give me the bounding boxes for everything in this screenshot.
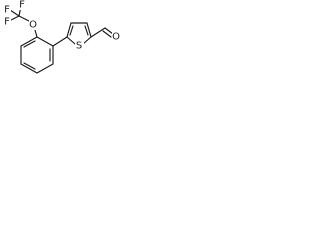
aldehyde-group [90, 27, 114, 38]
atom-o-aldehyde: O [112, 32, 120, 43]
bond-o-phenyl [34, 29, 38, 38]
thiophene-bond-c2-s [82, 36, 92, 45]
bond-c-o-double-1 [104, 27, 114, 35]
atom-f3: F [4, 17, 10, 28]
bond-c-f1 [9, 9, 20, 17]
trifluoromethyl-bonds [8, 5, 38, 38]
phenyl-bond-1 [36, 36, 54, 47]
phenyl-bond-3 [36, 63, 54, 74]
phenyl-ring [20, 36, 54, 74]
bond-ring-cho [90, 27, 106, 38]
structure-diagram: F F F O S O [3, 0, 121, 74]
thiophene-double-2 [84, 25, 89, 36]
phenyl-double-3 [23, 40, 36, 48]
atom-s-thiophene: S [76, 41, 82, 52]
bond-c-o-ether [18, 15, 30, 22]
phenyl-bond-4 [20, 63, 38, 74]
thiophene-bond-c3-c2 [86, 22, 92, 38]
phenyl-double-2 [23, 62, 36, 70]
thiophene-bond-c5-c4 [66, 22, 72, 38]
thiophene-bond-s-c5 [66, 36, 76, 45]
atom-f1: F [4, 5, 10, 16]
bond-phenyl-thiophene [52, 36, 68, 47]
atom-o-ether: O [29, 20, 37, 31]
bond-c-o-double-2 [102, 30, 112, 38]
thiophene-double-1 [69, 25, 74, 36]
thiophene-ring [66, 22, 92, 45]
atom-f2: F [19, 0, 25, 11]
phenyl-bond-6 [20, 36, 38, 47]
